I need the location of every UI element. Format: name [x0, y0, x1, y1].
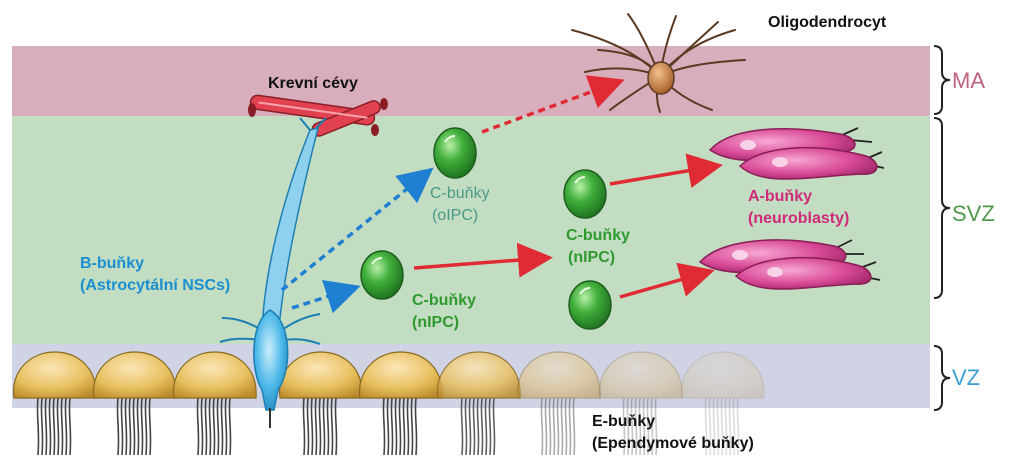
ependymal-cell	[516, 351, 601, 456]
ependymal-cell	[172, 351, 257, 456]
ependymal-cell	[278, 351, 363, 456]
ependymal-cell	[92, 351, 177, 456]
b-cells-label-line1: B-buňky	[80, 255, 144, 272]
b-cells-label-line2: (Astrocytální NSCs)	[80, 277, 230, 294]
layer-braces	[933, 45, 951, 411]
arrow-npc-to-npc	[413, 242, 553, 278]
a-cells-label-line2: (neuroblasty)	[748, 210, 849, 227]
blood-vessels	[248, 94, 388, 137]
arrow-npc-to-a-bottom	[619, 262, 715, 299]
arrow-b-to-npc	[291, 279, 361, 314]
oligodendrocyte-cell	[571, 13, 746, 113]
c-cell-npc-mid-bottom	[568, 280, 612, 330]
e-cells-label-line1: E-buňky	[592, 413, 655, 430]
c-cell-opc	[433, 127, 477, 179]
b-cell	[219, 117, 327, 428]
c-cell-npc-mid-top	[563, 169, 607, 219]
ma-layer	[12, 46, 930, 116]
svz-layer-label: SVZ	[952, 201, 995, 226]
ependymal-cells	[12, 351, 765, 456]
ependymal-cell	[436, 351, 521, 456]
arrow-opc-to-oligo	[481, 75, 625, 134]
a-cells-label-line1: A-buňky	[748, 188, 812, 205]
c-cells-opc-label-line1: C-buňky	[430, 185, 490, 202]
c-cells-npc-left-label-line1: C-buňky	[412, 292, 476, 309]
c-cell-npc-left	[360, 250, 404, 300]
vz-layer-label: VZ	[952, 365, 980, 390]
e-cells-label-line2: (Ependymové buňky)	[592, 435, 754, 452]
a-cells-bottom	[698, 239, 881, 290]
arrow-npc-to-a-top	[609, 153, 723, 188]
a-cells-top	[708, 127, 885, 180]
blood-vessels-label: Krevní cévy	[268, 75, 358, 92]
ma-layer-label: MA	[952, 68, 985, 93]
c-cells-npc-mid-label-line1: C-buňky	[566, 227, 630, 244]
c-cells-opc-label-line2: (oIPC)	[432, 207, 478, 224]
ependymal-cell	[680, 351, 765, 456]
c-cells-npc-mid-label-line2: (nIPC)	[568, 249, 615, 266]
arrows	[280, 75, 723, 314]
arrow-b-to-opc	[280, 167, 434, 292]
oligodendrocyte-label: Oligodendrocyt	[768, 14, 887, 31]
ependymal-cell	[598, 351, 683, 456]
c-cells-npc-left-label-line2: (nIPC)	[412, 314, 459, 331]
